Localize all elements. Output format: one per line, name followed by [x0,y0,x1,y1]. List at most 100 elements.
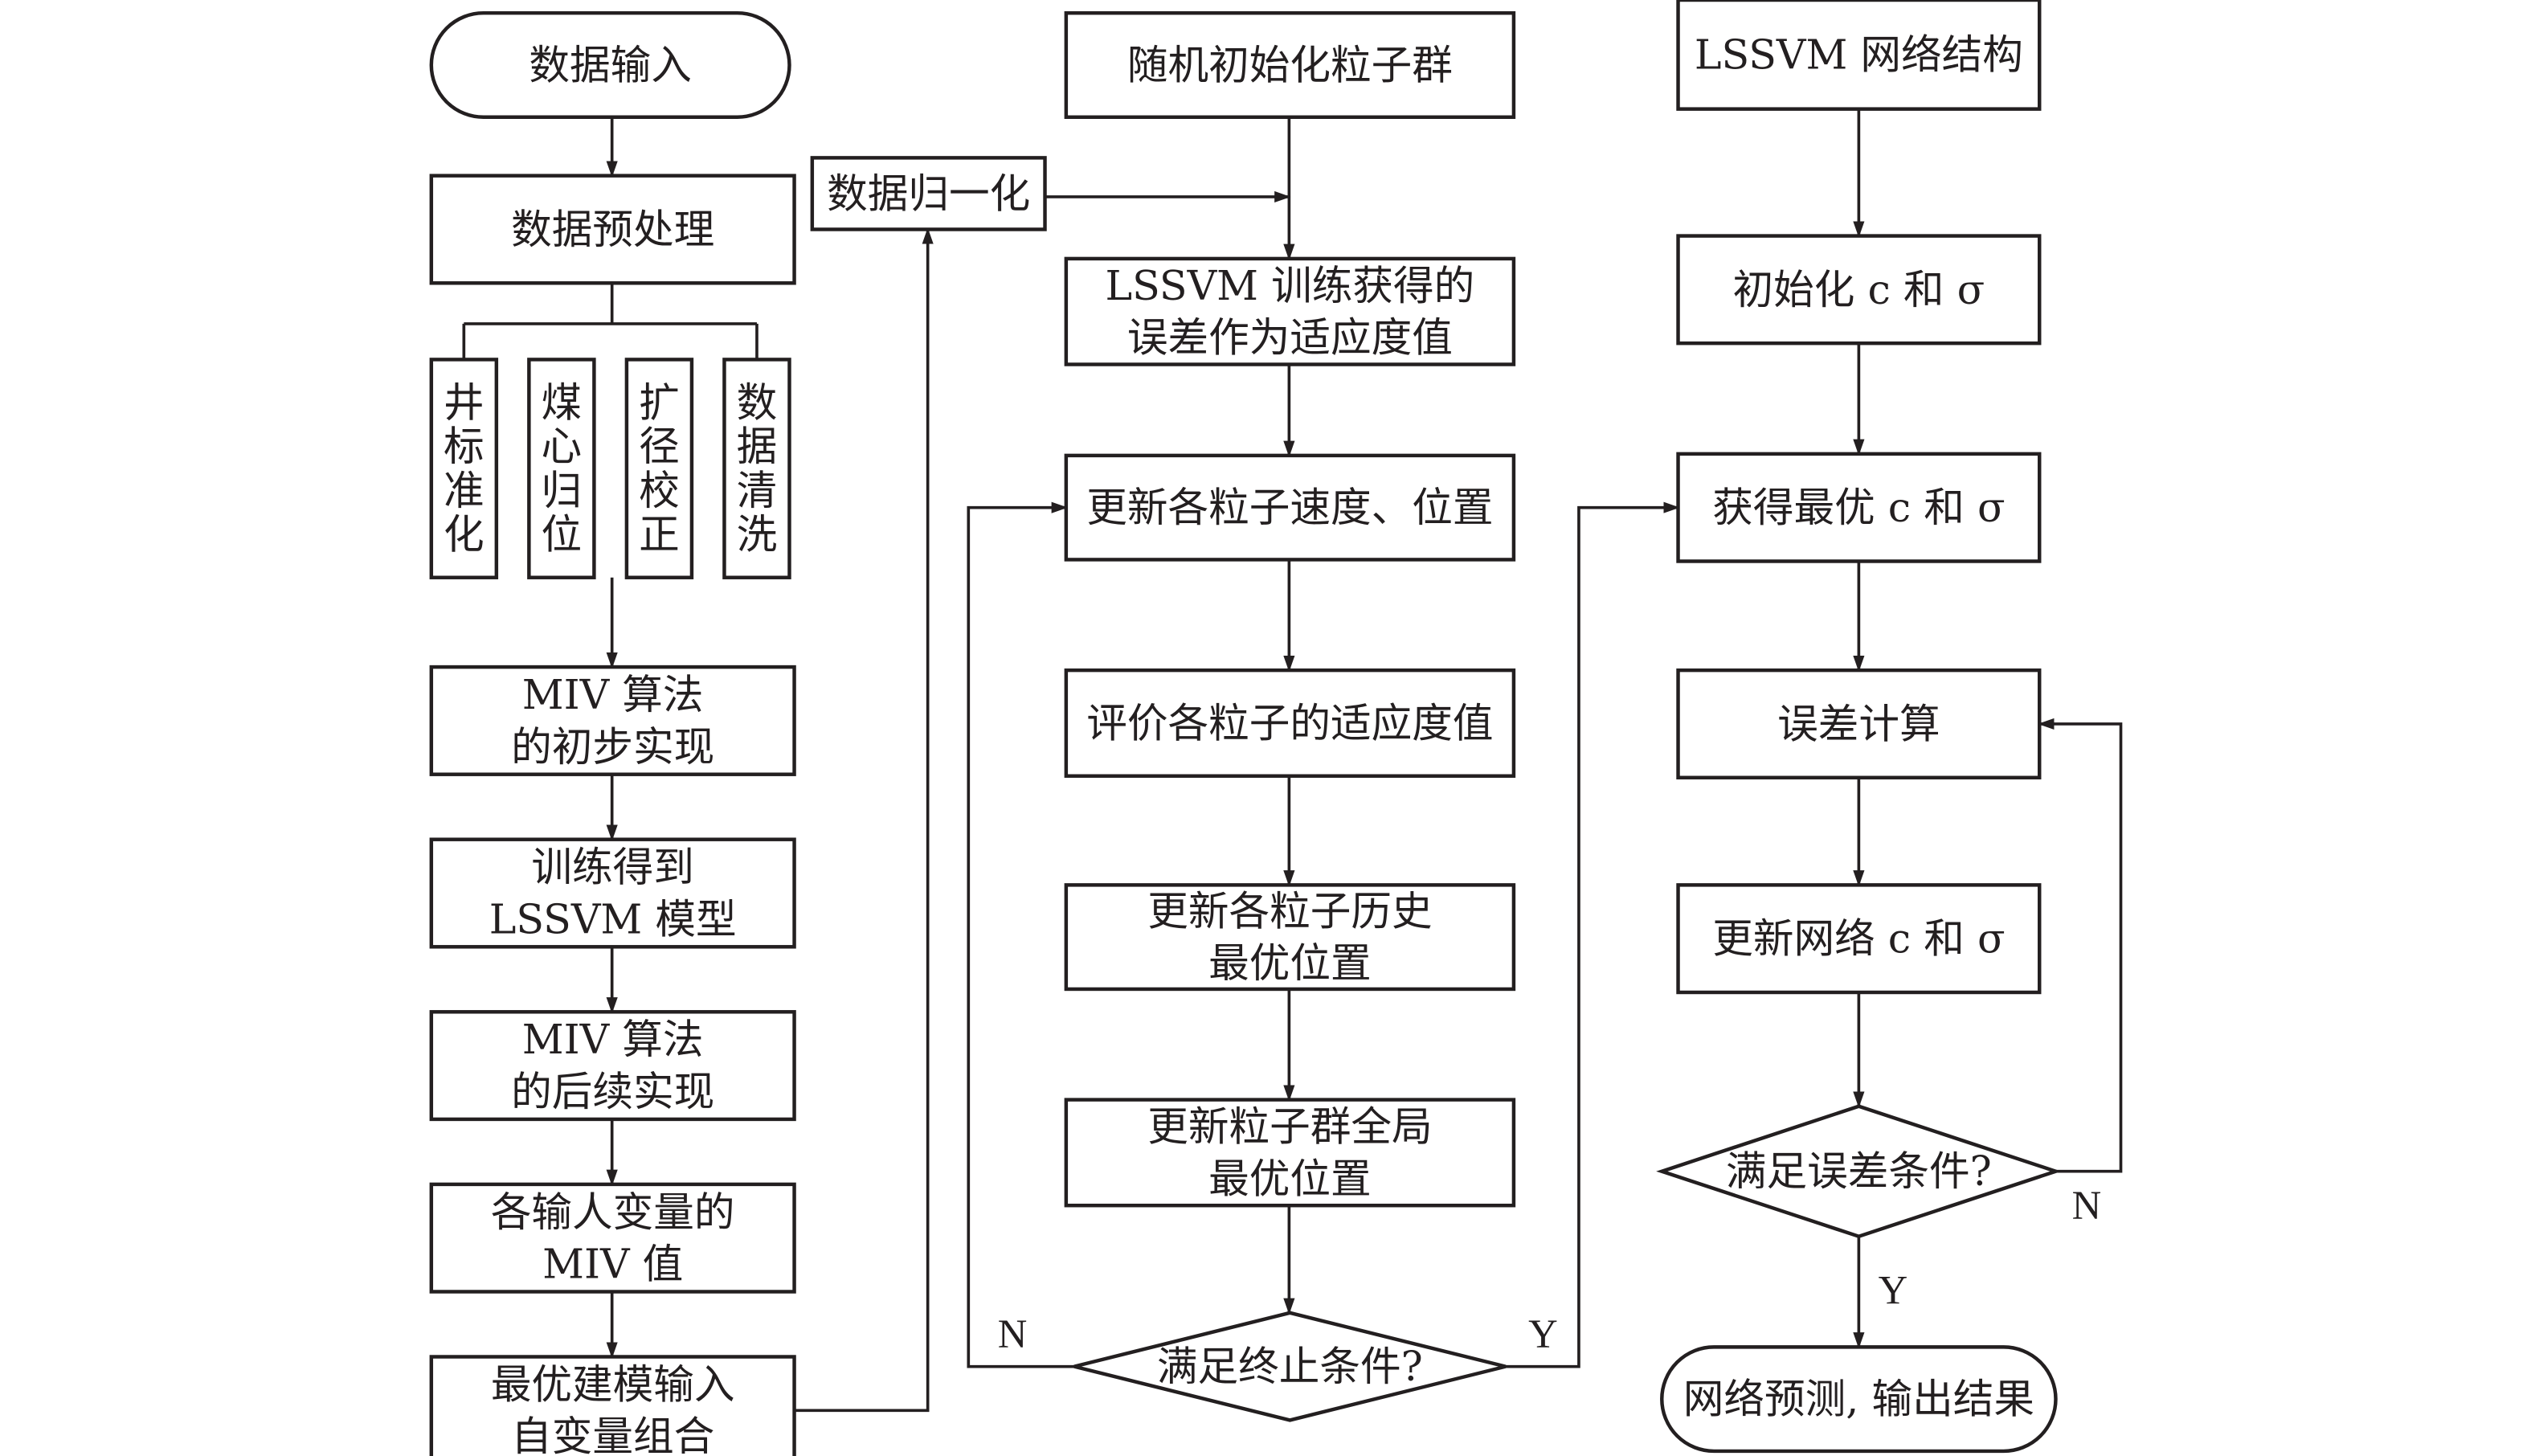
node-label: 误差作为适应度值 [1127,314,1453,362]
node-label-char: 洗 [737,511,778,558]
node-label: 随机初始化粒子群 [1127,41,1453,88]
node-label: 满足误差条件? [1726,1147,1992,1195]
node-label: 误差计算 [1777,700,1940,747]
predict-output-node: 网络预测, 输出结果 [1660,1345,2058,1454]
process-shape [1064,256,1516,366]
process-shape [527,358,596,579]
node-label: 最优建模输入 [491,1360,735,1408]
node-label: 的后续实现 [511,1068,714,1115]
error-calc-node: 误差计算 [1676,668,2042,779]
process-shape [624,358,694,579]
process-shape [1676,234,2042,346]
process-shape [1676,0,2042,111]
node-label: 的初步实现 [511,723,714,771]
node-label-char: 准 [444,467,485,514]
process-shape [810,156,1047,231]
error-yes-label: Y [1879,1268,1908,1313]
node-label-char: 校 [639,467,680,514]
eval-fitness-node: 评价各粒子的适应度值 [1064,668,1516,778]
node-label-char: 心 [542,423,583,470]
node-label: MIV 算法 [522,671,704,718]
edge-stop-no-loop [967,501,1074,1368]
error-no-label: N [2072,1183,2102,1228]
stop-yes-label: Y [1528,1311,1558,1356]
node-label: 获得最优 c 和 σ [1712,484,2005,531]
edge-stop-yes-to-best [1505,501,1680,1368]
node-label: 更新粒子群全局 [1147,1103,1432,1151]
node-label: 初始化 c 和 σ [1733,266,1985,313]
node-label-char: 归 [542,467,583,514]
node-label: 数据归一化 [827,170,1030,217]
terminal-shape [1660,1345,2058,1454]
process-shape [429,1355,796,1456]
node-label: 更新各粒子速度、位置 [1086,484,1493,531]
init-params-node: 初始化 c 和 σ [1676,234,2042,346]
node-label-char: 井 [444,379,485,427]
node-label: 最优位置 [1208,939,1371,987]
node-label-char: 煤 [542,379,583,427]
node-label-char: 标 [444,423,485,470]
net-struct-node: LSSVM 网络结构 [1676,0,2042,111]
node-label: 训练得到 [531,844,693,891]
process-shape [429,837,796,949]
process-shape [429,1010,796,1122]
data-input-node: 数据输入 [429,10,791,119]
preprocess-node: 数据预处理 [429,174,796,285]
node-label-char: 数 [737,379,778,427]
stop-no-label: N [998,1311,1028,1356]
process-shape [429,174,796,285]
process-shape [1676,668,2042,779]
node-label: LSSVM 训练获得的 [1106,262,1475,309]
node-label: 各输人变量的 [491,1188,735,1236]
node-label: 更新网络 c 和 σ [1712,915,2005,963]
node-label: 数据输入 [529,41,691,88]
terminal-shape [429,10,791,119]
node-label: LSSVM 网络结构 [1695,31,2023,78]
best-params-node: 获得最优 c 和 σ [1676,452,2042,563]
process-shape [1676,452,2042,563]
process-shape [1064,10,1516,119]
normalize-node: 数据归一化 [810,156,1047,231]
node-label: 最优位置 [1208,1155,1371,1202]
process-shape [1064,668,1516,778]
process-shape [1064,883,1516,992]
node-label: MIV 值 [542,1241,683,1288]
node-label: 评价各粒子的适应度值 [1086,699,1493,746]
update-velocity-node: 更新各粒子速度、位置 [1064,453,1516,562]
node-label-char: 位 [542,511,583,558]
error-cond-node: 满足误差条件? [1656,1104,2062,1239]
process-shape [722,358,791,579]
process-shape [1064,453,1516,562]
node-label-char: 清 [737,467,778,514]
node-label: 更新各粒子历史 [1147,887,1432,935]
node-label-char: 径 [639,423,680,470]
node-label-char: 化 [444,511,485,558]
update-net-node: 更新网络 c 和 σ [1676,883,2042,995]
node-label: 自变量组合 [511,1413,714,1456]
process-shape [429,358,499,579]
node-label: 满足终止条件? [1157,1343,1423,1390]
decision-shape [1656,1104,2062,1239]
process-shape [1064,1098,1516,1208]
node-label-char: 正 [639,511,680,558]
decision-shape [1073,1311,1507,1422]
node-label: 数据预处理 [511,206,714,253]
process-shape [1676,883,2042,995]
node-label-char: 据 [737,423,778,470]
stop-cond-node: 满足终止条件? [1073,1311,1507,1422]
miv-values-node: 各输人变量的 MIV 值 [429,1182,796,1294]
node-label: LSSVM 模型 [489,895,737,943]
process-shape [429,1182,796,1294]
